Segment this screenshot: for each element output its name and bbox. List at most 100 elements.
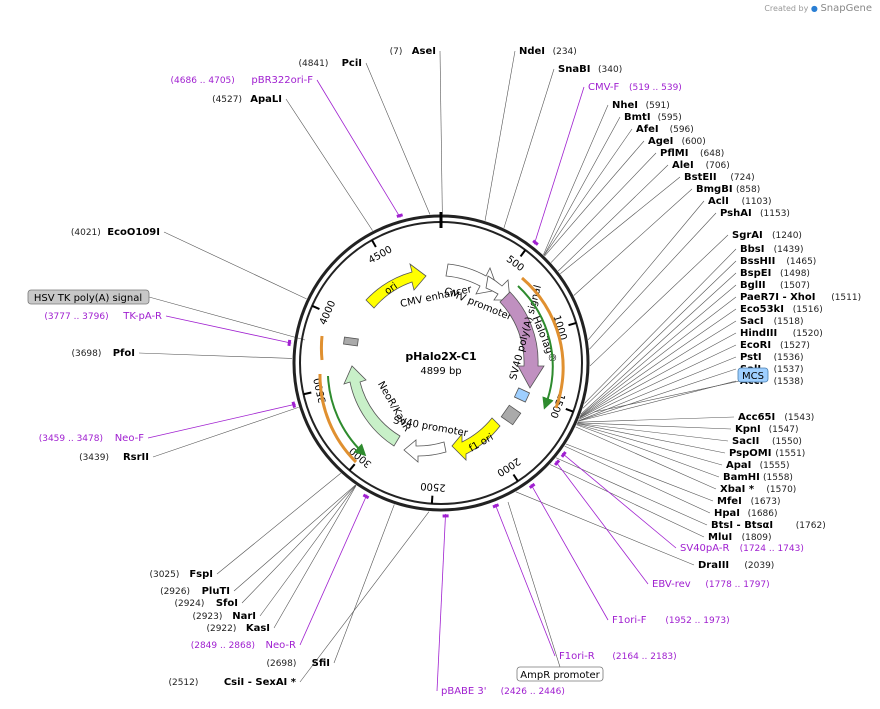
enzyme-site[interactable]: AclI(1103) [708, 196, 772, 207]
primer-marker [287, 339, 292, 347]
feature-ori[interactable] [365, 263, 427, 309]
enzyme-site[interactable]: BstEII(724) [684, 172, 755, 183]
enzyme-site[interactable]: SacII(1550) [732, 436, 802, 447]
enzyme-site[interactable]: NarI(2923) [192, 611, 256, 622]
primer-site[interactable]: pBR322ori-F(4686 .. 4705) [171, 75, 314, 86]
enzyme-site[interactable]: PfoI(3698) [71, 348, 135, 359]
leader-line [273, 485, 357, 629]
enzyme-name: DraIII [698, 560, 729, 571]
leader-line [561, 452, 677, 549]
enzyme-site[interactable]: FspI(3025) [149, 569, 213, 580]
enzyme-site[interactable]: HindIII(1520) [740, 328, 823, 339]
enzyme-site[interactable]: SacI(1518) [740, 316, 804, 327]
feature-orange-arc-right[interactable] [521, 276, 565, 409]
enzyme-site[interactable]: PciI(4841) [298, 58, 362, 69]
primer-site[interactable]: CMV-F(519 .. 539) [588, 82, 682, 93]
feature-grey-marker[interactable] [500, 404, 522, 426]
primer-site[interactable]: pBABE 3'(2426 .. 2446) [441, 686, 565, 697]
feature-neor[interactable] [343, 365, 401, 447]
feature-green-arc-right[interactable] [517, 285, 554, 410]
primer-site[interactable]: SV40pA-R(1724 .. 1743) [680, 543, 804, 554]
leader-line [147, 403, 296, 439]
leader-line [550, 152, 657, 263]
enzyme-site[interactable]: SfiI(2698) [266, 658, 330, 669]
primer-site[interactable]: F1ori-F(1952 .. 1973) [612, 615, 730, 626]
enzyme-site[interactable]: HpaI(1686) [714, 508, 778, 519]
enzyme-position: (2512) [168, 678, 198, 688]
primer-marker [291, 401, 297, 408]
primer-site[interactable]: Neo-F(3459 .. 3478) [39, 433, 145, 444]
enzyme-site[interactable]: PflMI(648) [660, 148, 724, 159]
enzyme-site[interactable]: DraIII(2039) [698, 560, 774, 571]
enzyme-site[interactable]: BamHI(1558) [723, 472, 793, 483]
enzyme-site[interactable]: ApaLI(4527) [212, 94, 282, 105]
enzyme-site[interactable]: NheI(591) [612, 100, 670, 111]
enzyme-site[interactable]: BspEI(1498) [740, 268, 810, 279]
enzyme-position: (2923) [192, 612, 222, 622]
enzyme-site[interactable]: BtsI - BtsαI(1762) [711, 520, 826, 531]
enzyme-site[interactable]: AgeI(600) [648, 136, 706, 147]
leader-line [579, 320, 737, 418]
ampr-promoter-box[interactable]: AmpR promoter [516, 666, 604, 682]
feature-grey-marker-left[interactable] [343, 336, 359, 347]
enzyme-name: BssHII [740, 256, 775, 267]
enzyme-site[interactable]: BbsI(1439) [740, 244, 804, 255]
feature-f1-ori[interactable] [451, 417, 501, 461]
mcs-box[interactable]: MCS [737, 367, 769, 383]
enzyme-site[interactable]: PaeR7I - XhoI(1511) [740, 292, 861, 303]
enzyme-site[interactable]: AseI(7) [390, 46, 436, 57]
enzyme-site[interactable]: BmtI(595) [624, 112, 682, 123]
leader-line [577, 416, 735, 423]
enzyme-site[interactable]: KpnI(1547) [735, 424, 799, 435]
enzyme-site[interactable]: SgrAI(1240) [732, 230, 802, 241]
enzyme-site[interactable]: RsrII(3439) [79, 452, 149, 463]
feature-orange-arc-left[interactable] [318, 373, 358, 464]
credit-brand: SnapGene [820, 3, 872, 14]
enzyme-name: SacII [732, 436, 759, 447]
enzyme-name: HpaI [714, 508, 740, 519]
enzyme-site[interactable]: BglII(1507) [740, 280, 810, 291]
enzyme-position: (1103) [742, 197, 772, 207]
enzyme-site[interactable]: EcoRI(1527) [740, 340, 810, 351]
enzyme-site[interactable]: PluTI(2926) [160, 586, 230, 597]
enzyme-site[interactable]: SfoI(2924) [174, 598, 238, 609]
enzyme-site[interactable]: PspOMI(1551) [729, 448, 805, 459]
enzyme-site[interactable]: PshAI(1153) [720, 208, 790, 219]
enzyme-site[interactable]: EcoO109I(4021) [71, 227, 160, 238]
leader-line [530, 484, 609, 621]
enzyme-name: BmgBI [696, 184, 733, 195]
tick-label: 4500 [367, 244, 395, 266]
enzyme-site[interactable]: XbaI *(1570) [720, 484, 796, 495]
primer-site[interactable]: F1ori-R(2164 .. 2183) [559, 651, 677, 662]
enzyme-site[interactable]: ApaI(1555) [726, 460, 790, 471]
hsv-tk-box[interactable]: HSV TK poly(A) signal [27, 289, 150, 305]
enzyme-site[interactable]: AleI(706) [672, 160, 730, 171]
enzyme-position: (4841) [298, 59, 328, 69]
enzyme-site[interactable]: BmgBI(858) [696, 184, 760, 195]
enzyme-site[interactable]: Eco53kI(1516) [740, 304, 823, 315]
enzyme-site[interactable]: BssHII(1465) [740, 256, 816, 267]
tick-mark [311, 304, 320, 310]
enzyme-site[interactable]: NdeI(234) [519, 46, 577, 57]
feature-orange-arc-upper-left[interactable] [319, 335, 324, 361]
enzyme-position: (1498) [780, 269, 810, 279]
primer-site[interactable]: TK-pA-R(3777 .. 3796) [44, 311, 162, 322]
feature-halotag[interactable] [499, 291, 545, 389]
enzyme-site[interactable]: CsiI - SexAI *(2512) [168, 677, 296, 688]
leader-line [543, 128, 633, 256]
enzyme-site[interactable]: SnaBI(340) [558, 64, 622, 75]
enzyme-site[interactable]: MfeI(1673) [717, 496, 781, 507]
feature-green-arc-left[interactable] [327, 375, 367, 457]
enzyme-site[interactable]: MluI(1809) [708, 532, 772, 543]
leader-line [138, 352, 293, 359]
enzyme-site[interactable]: PstI(1536) [740, 352, 804, 363]
leader-line [241, 485, 357, 604]
feature-sv40-polya-box[interactable] [513, 387, 531, 403]
feature-sv40-promoter[interactable] [403, 439, 447, 463]
enzyme-site[interactable]: AfeI(596) [636, 124, 694, 135]
primer-site[interactable]: EBV-rev(1778 .. 1797) [652, 579, 770, 590]
feature-cmv-enhancer[interactable] [445, 263, 499, 295]
enzyme-site[interactable]: Acc65I(1543) [738, 412, 814, 423]
primer-site[interactable]: Neo-R(2849 .. 2868) [191, 640, 296, 651]
enzyme-site[interactable]: KasI(2922) [206, 623, 270, 634]
